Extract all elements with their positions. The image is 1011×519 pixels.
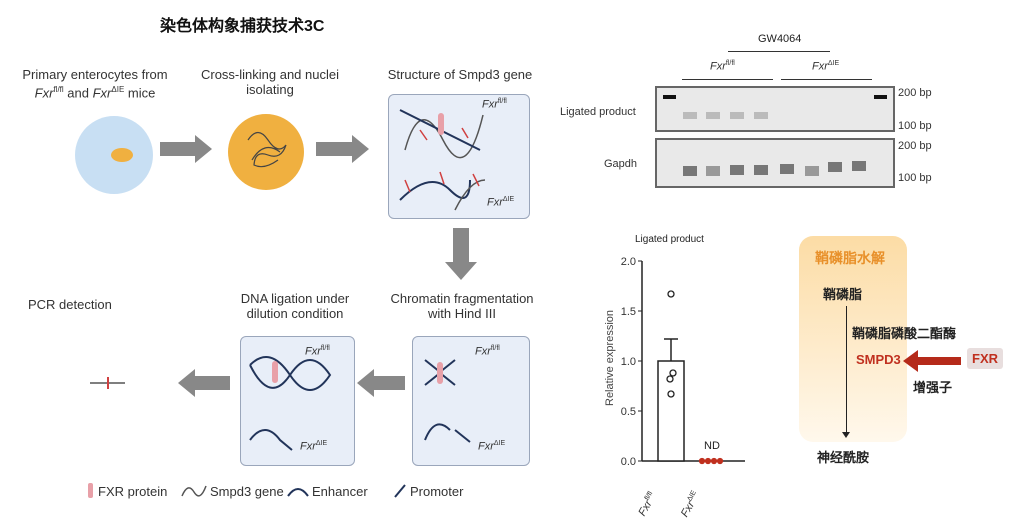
genotype: Fxr bbox=[92, 85, 112, 101]
page-title: 染色体构象捕获技术3C bbox=[160, 18, 325, 35]
fxr-protein-icon bbox=[88, 483, 93, 498]
pathway-gene: SMPD3 bbox=[856, 352, 901, 367]
step2-line1: Cross-linking and nuclei bbox=[200, 67, 339, 82]
pathway-element: 增强子 bbox=[913, 380, 953, 395]
genotype: Fxr bbox=[812, 60, 828, 73]
genotype-sup: ΔIE bbox=[502, 196, 515, 203]
box-genotype: Fxrfl/fl bbox=[305, 345, 330, 358]
nd-annotation: ND bbox=[704, 440, 720, 452]
step1-line1: Primary enterocytes from bbox=[22, 67, 168, 82]
pathway-arrow bbox=[846, 306, 847, 434]
step4-label: Chromatin fragmentation with Hind III bbox=[372, 291, 552, 321]
data-point bbox=[669, 369, 677, 377]
data-point bbox=[666, 375, 674, 383]
text: and bbox=[63, 85, 93, 101]
gel-treatment-label: GW4064 bbox=[758, 33, 802, 45]
marker-200: 200 bp bbox=[898, 87, 932, 99]
genotype: Fxr bbox=[710, 60, 726, 73]
step3-label: Structure of Smpd3 gene bbox=[387, 67, 533, 82]
genotype: Fxr bbox=[300, 440, 316, 453]
gel-group1: Fxrfl/fl bbox=[710, 60, 735, 73]
box-genotype: Fxrfl/fl bbox=[475, 345, 500, 358]
genotype-sup: fl/fl bbox=[490, 345, 500, 352]
crosslinked-nucleus-icon bbox=[228, 114, 304, 190]
gel-group2: FxrΔIE bbox=[812, 60, 839, 73]
marker-200: 200 bp bbox=[898, 140, 932, 152]
legend-label: Smpd3 gene bbox=[210, 484, 284, 499]
fxr-arrow-icon bbox=[917, 357, 961, 365]
data-point bbox=[667, 290, 675, 298]
marker-100: 100 bp bbox=[898, 120, 932, 132]
promoter-icon bbox=[394, 484, 406, 498]
genotype: Fxr bbox=[34, 85, 54, 101]
genotype: Fxr bbox=[475, 345, 491, 358]
y-tick-label: 1.5 bbox=[621, 306, 636, 318]
genotype-sup: ΔIE bbox=[827, 60, 840, 67]
genotype: Fxr bbox=[487, 196, 503, 209]
genotype-sup: fl/fl bbox=[497, 98, 507, 105]
y-tick-label: 0.5 bbox=[621, 406, 636, 418]
data-point bbox=[667, 390, 675, 398]
pathway-enzyme: 鞘磷脂磷酸二酯酶 bbox=[852, 326, 957, 341]
step5-line1: DNA ligation under bbox=[240, 291, 350, 306]
step5-label: DNA ligation under dilution condition bbox=[225, 291, 365, 321]
step6-label: PCR detection bbox=[28, 297, 112, 312]
genotype: Fxr bbox=[305, 345, 321, 358]
pathway-arrowhead bbox=[842, 432, 850, 438]
bracket bbox=[781, 79, 872, 80]
pathway-regulator: FXR bbox=[967, 348, 1003, 369]
genotype-sup: fl/fl bbox=[53, 85, 64, 94]
step2-label: Cross-linking and nuclei isolating bbox=[195, 67, 345, 97]
genotype-sup: ΔIE bbox=[493, 440, 506, 447]
arrow-icons bbox=[160, 135, 477, 397]
data-point bbox=[716, 457, 724, 465]
genotype-sup: fl/fl bbox=[320, 345, 330, 352]
marker-100: 100 bp bbox=[898, 172, 932, 184]
step5-line2: dilution condition bbox=[246, 306, 344, 321]
step4-line1: Chromatin fragmentation bbox=[390, 291, 534, 306]
y-tick-label: 2.0 bbox=[621, 256, 636, 268]
genotype-sup: ΔIE bbox=[315, 440, 328, 447]
genotype: Fxr bbox=[478, 440, 494, 453]
legend-label: Promoter bbox=[410, 484, 464, 499]
box-genotype: FxrΔIE bbox=[478, 440, 505, 453]
fxr-arrowhead bbox=[903, 350, 918, 372]
step4-line2: with Hind III bbox=[428, 306, 496, 321]
text: mice bbox=[124, 85, 156, 101]
pathway-product: 神经酰胺 bbox=[817, 450, 870, 465]
data-point bbox=[698, 457, 706, 465]
legend-label: Enhancer bbox=[312, 484, 368, 499]
pathway-substrate: 鞘磷脂 bbox=[823, 287, 863, 302]
data-point bbox=[710, 457, 718, 465]
genotype-sup: ΔIE bbox=[111, 85, 125, 94]
gel-row-label: Gapdh bbox=[604, 158, 638, 170]
nucleus-icon bbox=[111, 148, 133, 162]
enhancer-icon bbox=[287, 488, 309, 497]
bracket bbox=[682, 79, 773, 80]
box-genotype: Fxrfl/fl bbox=[482, 98, 507, 111]
gel-row-label: Ligated product bbox=[560, 106, 636, 118]
y-tick-label: 1.0 bbox=[621, 356, 636, 368]
chart-title: Ligated product bbox=[635, 234, 704, 245]
pathway-panel bbox=[799, 236, 907, 442]
data-point bbox=[704, 457, 712, 465]
y-tick-label: 0.0 bbox=[621, 456, 636, 468]
box-genotype: FxrΔIE bbox=[487, 196, 514, 209]
fragmentation-box bbox=[412, 336, 530, 466]
box-genotype: FxrΔIE bbox=[300, 440, 327, 453]
bracket bbox=[728, 51, 830, 52]
genotype: Fxr bbox=[482, 98, 498, 111]
genotype-sup: fl/fl bbox=[725, 60, 735, 67]
step1-label: Primary enterocytes from Fxrfl/fl and Fx… bbox=[0, 67, 190, 100]
pathway-header: 鞘磷脂水解 bbox=[815, 250, 885, 266]
gene-icon bbox=[181, 485, 207, 497]
step2-line2: isolating bbox=[246, 82, 294, 97]
legend-label: FXR protein bbox=[98, 484, 168, 499]
gel-ligated bbox=[655, 86, 895, 132]
